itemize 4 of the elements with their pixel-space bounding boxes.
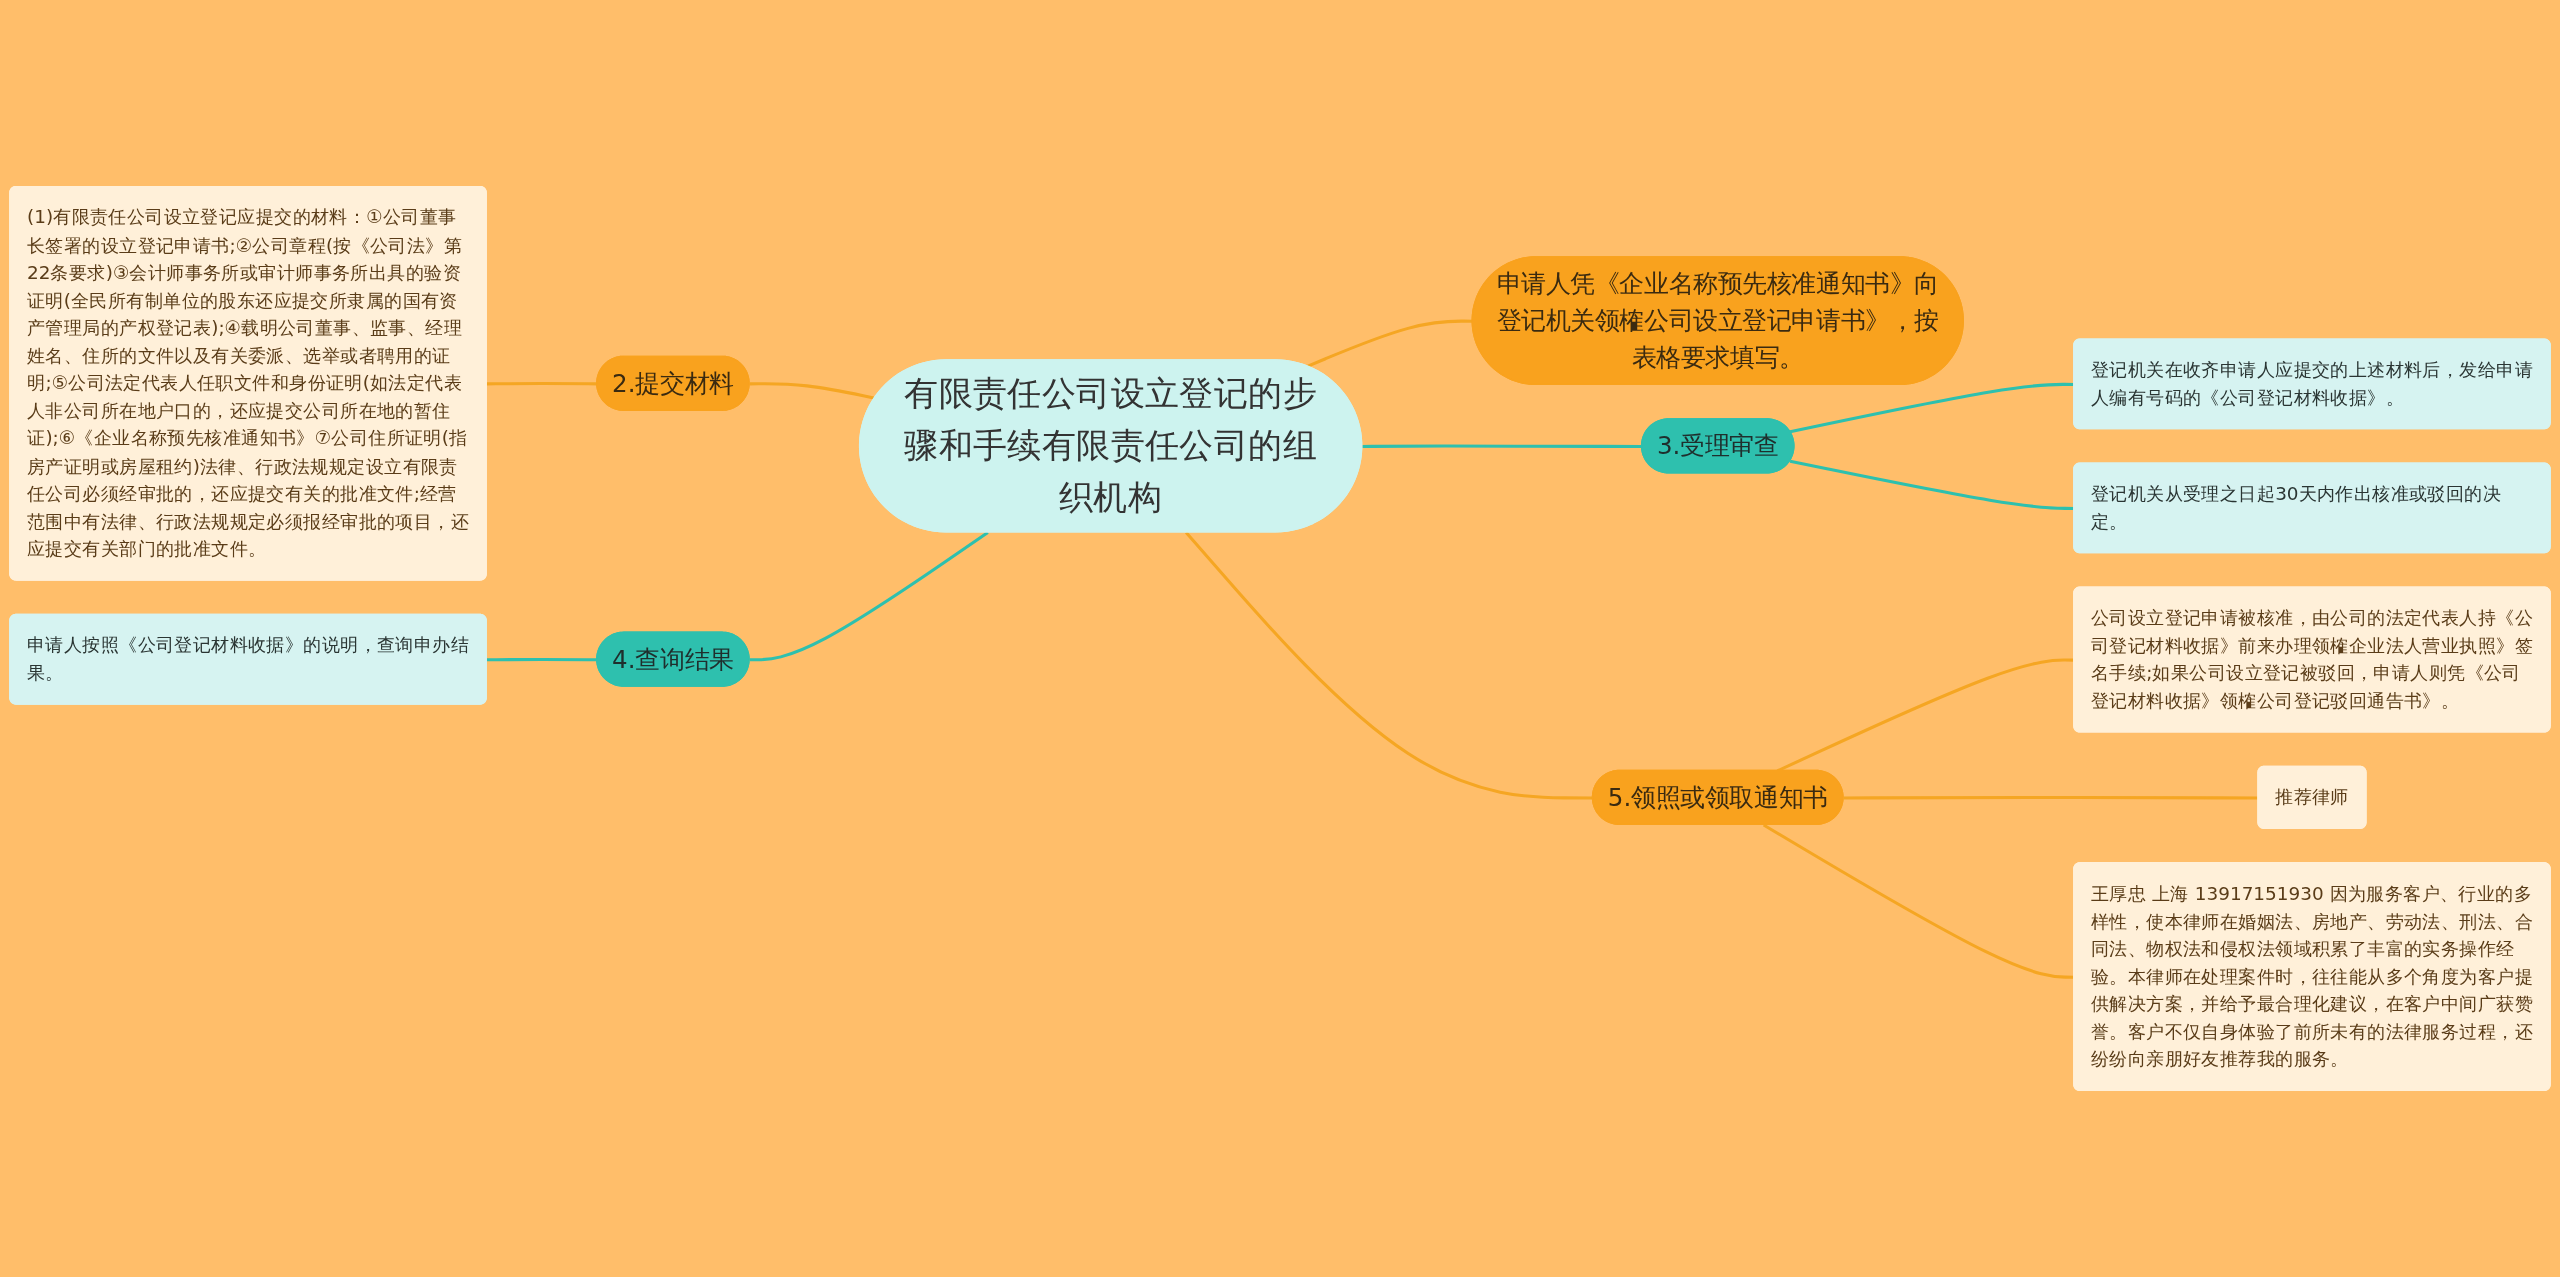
connector: [749, 531, 989, 662]
connector: [486, 381, 598, 386]
connector: [1306, 319, 1473, 368]
connector: [486, 657, 598, 662]
